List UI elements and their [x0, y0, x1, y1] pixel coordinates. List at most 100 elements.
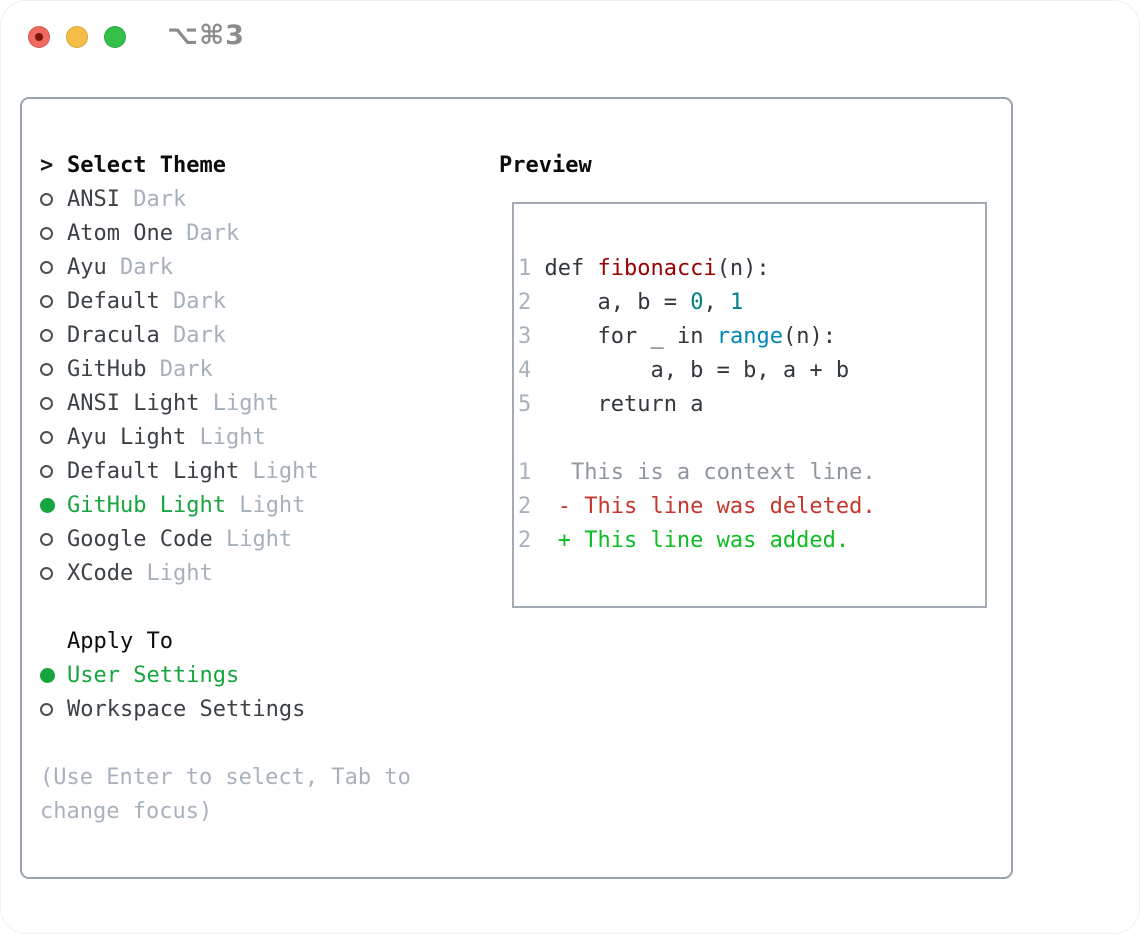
line-number: 1: [518, 255, 532, 281]
theme-options: ANSI Dark Atom One Dark Ayu Dark Default…: [40, 182, 411, 590]
code-token-fn: fibonacci: [597, 255, 717, 281]
radio-circle-icon: [40, 667, 55, 683]
close-button[interactable]: [28, 26, 50, 48]
line-number: 2: [518, 527, 532, 553]
line-number: 5: [518, 391, 532, 417]
theme-option-default[interactable]: Default Dark: [40, 284, 411, 318]
code-token-num: 0: [690, 289, 704, 315]
radio-indicator: [40, 260, 67, 274]
code-line: 5 return a: [518, 387, 985, 421]
theme-option-ayu[interactable]: Ayu Dark: [40, 250, 411, 284]
option-variant-label: Light: [239, 458, 319, 484]
option-variant-label: Dark: [159, 322, 226, 348]
radio-indicator: [40, 702, 67, 716]
option-label: Ayu: [67, 254, 107, 280]
line-number: 2: [518, 493, 532, 519]
option-label: Workspace Settings: [67, 696, 306, 722]
option-variant-label: Light: [133, 560, 213, 586]
radio-indicator: [40, 464, 67, 478]
help-text-line-1: (Use Enter to select, Tab to: [40, 764, 411, 790]
code-line: 2 a, b = 0, 1: [518, 285, 985, 319]
code-token-num: 1: [729, 289, 744, 315]
theme-option-xcode[interactable]: XCode Light: [40, 556, 411, 590]
theme-option-github-light[interactable]: GitHub Light Light: [40, 488, 411, 522]
code-line: 2 + This line was added.: [518, 523, 985, 557]
option-label: XCode: [67, 560, 134, 586]
code-line: 4 a, b = b, a + b: [518, 353, 985, 387]
option-variant-label: Light: [225, 492, 306, 518]
radio-indicator: [40, 396, 67, 410]
minimize-button[interactable]: [66, 26, 88, 48]
option-label: User Settings: [67, 662, 240, 688]
title-bar: ⌥⌘3: [0, 0, 1140, 75]
code-token-builtin: range: [716, 323, 783, 349]
option-variant-label: Dark: [106, 254, 173, 280]
code-line: 1 This is a context line.: [518, 455, 985, 489]
code-line: 3 for _ in range(n):: [518, 319, 985, 353]
code-token-plain: _: [637, 323, 677, 349]
code-token-add: + This line was added.: [544, 527, 850, 553]
option-label: GitHub Light: [67, 492, 226, 518]
radio-circle-icon: [40, 430, 53, 444]
option-label: ANSI: [67, 186, 120, 212]
theme-picker-panel: > Select Theme ANSI Dark Atom One Dark A…: [20, 97, 1013, 879]
radio-indicator: [40, 430, 67, 444]
code-token-kw: for: [597, 323, 638, 349]
theme-list-header-row: > Select Theme: [40, 148, 411, 182]
option-variant-label: Light: [186, 424, 266, 450]
apply-option-user-settings[interactable]: User Settings: [40, 658, 411, 692]
code-token-plain: ,: [703, 289, 730, 315]
theme-option-default-light[interactable]: Default Light Light: [40, 454, 411, 488]
theme-option-atom-one[interactable]: Atom One Dark: [40, 216, 411, 250]
option-label: GitHub: [67, 356, 147, 382]
option-variant-label: Light: [212, 526, 293, 552]
code-line: 2 - This line was deleted.: [518, 489, 985, 523]
radio-circle-icon: [40, 396, 53, 410]
option-label: Ayu Light: [67, 424, 187, 450]
option-label: Atom One: [67, 220, 173, 246]
theme-option-ansi[interactable]: ANSI Dark: [40, 182, 411, 216]
code-token-kw: def: [544, 255, 598, 281]
theme-option-ansi-light[interactable]: ANSI Light Light: [40, 386, 411, 420]
zoom-button[interactable]: [104, 26, 126, 48]
spacer-row: [40, 726, 411, 760]
theme-option-github[interactable]: GitHub Dark: [40, 352, 411, 386]
apply-to-options: User Settings Workspace Settings: [40, 658, 411, 726]
theme-list-title: Select Theme: [67, 152, 226, 178]
radio-indicator: [40, 566, 67, 580]
radio-circle-icon: [40, 464, 53, 478]
option-label: Google Code: [67, 526, 213, 552]
radio-indicator: [40, 192, 67, 206]
code-token-kw: return: [597, 391, 677, 417]
apply-to-header-row: Apply To: [40, 624, 411, 658]
line-number: 1: [518, 459, 532, 485]
code-token-plain: a, b =: [544, 289, 691, 315]
radio-circle-icon: [40, 192, 53, 206]
line-number: 4: [518, 357, 532, 383]
line-number: 3: [518, 323, 532, 349]
option-variant-label: Light: [199, 390, 279, 416]
option-variant-label: Dark: [119, 186, 187, 212]
option-variant-label: Dark: [172, 220, 240, 246]
option-label: Default: [67, 288, 160, 314]
window-title: ⌥⌘3: [167, 20, 245, 51]
code-token-plain: [703, 324, 716, 349]
option-variant-label: Dark: [159, 288, 226, 314]
radio-circle-icon: [40, 532, 53, 546]
theme-option-ayu-light[interactable]: Ayu Light Light: [40, 420, 411, 454]
code-token-kw: in: [676, 323, 704, 349]
radio-circle-icon: [40, 328, 53, 342]
code-token-plain: a: [676, 391, 704, 417]
radio-indicator: [40, 532, 67, 546]
code-token-plain: [544, 392, 597, 417]
radio-circle-icon: [40, 362, 53, 376]
theme-option-dracula[interactable]: Dracula Dark: [40, 318, 411, 352]
option-label: Default Light: [67, 458, 240, 484]
code-token-ctx: This is a context line.: [544, 459, 876, 485]
apply-option-workspace-settings[interactable]: Workspace Settings: [40, 692, 411, 726]
theme-list: > Select Theme ANSI Dark Atom One Dark A…: [40, 148, 411, 828]
theme-option-google-code[interactable]: Google Code Light: [40, 522, 411, 556]
radio-circle-icon: [40, 226, 53, 240]
